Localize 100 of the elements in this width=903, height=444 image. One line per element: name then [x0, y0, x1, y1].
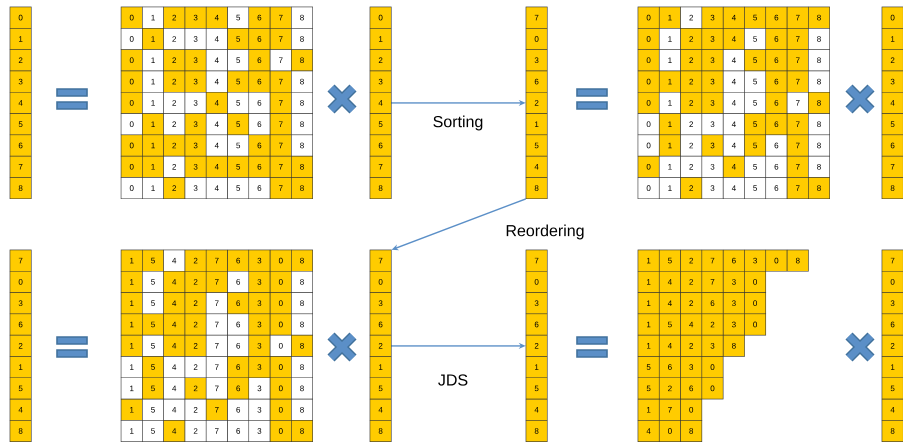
- matrix-cell: 7: [10, 156, 32, 178]
- matrix-cell: 5: [227, 134, 250, 156]
- matrix-cell: 8: [291, 28, 313, 50]
- matrix-cell: 1: [120, 398, 143, 421]
- matrix-cell: 6: [702, 292, 724, 314]
- matrix-cell: 1: [526, 356, 548, 378]
- matrix-cell: 4: [658, 334, 681, 357]
- matrix-cell: 2: [163, 70, 186, 93]
- matrix-cell: 2: [680, 292, 702, 314]
- matrix-cell: 7: [270, 92, 292, 114]
- matrix-cell: 3: [184, 113, 207, 136]
- matrix-cell: 5: [744, 6, 766, 29]
- matrix-cell: 4: [638, 420, 660, 442]
- matrix-cell: 3: [248, 334, 270, 357]
- matrix-cell: 0: [270, 270, 292, 293]
- matrix-cell: 6: [227, 356, 250, 378]
- matrix-cell: 6: [248, 6, 270, 29]
- matrix-cell: 0: [744, 292, 766, 314]
- matrix-cell: 7: [786, 134, 809, 156]
- matrix-cell: 7: [270, 113, 292, 136]
- matrix-cell: 1: [638, 292, 660, 314]
- matrix-cell: 2: [882, 334, 903, 357]
- matrix-cell: 6: [882, 134, 903, 156]
- matrix-cell: 7: [370, 250, 392, 272]
- matrix-cell: 2: [163, 156, 186, 178]
- matrix-cell: 1: [638, 250, 660, 272]
- matrix-cell: 5: [744, 92, 766, 114]
- matrix-cell: 2: [680, 134, 702, 156]
- matrix-cell: 2: [163, 28, 186, 50]
- matrix-cell: 0: [882, 270, 903, 293]
- matrix-cell: 5: [744, 113, 766, 136]
- matrix-cell: 5: [744, 49, 766, 72]
- matrix-cell: 5: [744, 156, 766, 178]
- matrix-cell: 0: [370, 6, 392, 29]
- matrix-cell: 2: [184, 250, 207, 272]
- matrix-cell: 7: [882, 156, 903, 178]
- matrix-cell: 0: [765, 250, 788, 272]
- matrix-cell: 5: [658, 314, 681, 336]
- matrix-cell: 2: [184, 377, 207, 400]
- matrix-cell: 5: [638, 356, 660, 378]
- matrix-cell: 6: [248, 113, 270, 136]
- matrix-cell: 3: [526, 292, 548, 314]
- edge-label: Sorting: [433, 116, 482, 130]
- matrix-cell: 6: [227, 377, 250, 400]
- matrix-cell: 0: [638, 134, 660, 156]
- matrix-cell: 7: [206, 377, 228, 400]
- matrix-cell: 1: [10, 356, 32, 378]
- matrix-cell: 0: [680, 398, 702, 421]
- matrix-cell: 2: [658, 377, 681, 400]
- matrix-cell: 0: [120, 49, 143, 72]
- matrix-cell: 0: [120, 6, 143, 29]
- matrix-cell: 2: [163, 113, 186, 136]
- matrix-cell: 8: [291, 177, 313, 200]
- matrix-cell: 2: [163, 134, 186, 156]
- matrix-cell: 6: [248, 156, 270, 178]
- matrix-cell: 5: [227, 28, 250, 50]
- matrix-cell: 0: [120, 134, 143, 156]
- matrix-cell: 3: [184, 92, 207, 114]
- matrix-cell: 0: [702, 356, 724, 378]
- matrix-cell: 4: [658, 270, 681, 293]
- matrix-cell: 4: [163, 314, 186, 336]
- matrix-cell: 1: [142, 92, 164, 114]
- matrix-cell: 8: [786, 250, 809, 272]
- matrix-cell: 1: [142, 49, 164, 72]
- matrix-cell: 2: [184, 356, 207, 378]
- matrix-cell: 8: [808, 49, 830, 72]
- matrix-cell: 7: [206, 420, 228, 442]
- matrix-cell: 5: [227, 156, 250, 178]
- matrix-cell: 3: [248, 292, 270, 314]
- matrix-cell: 7: [702, 250, 724, 272]
- matrix-cell: 0: [120, 156, 143, 178]
- matrix-cell: 5: [744, 134, 766, 156]
- matrix-cell: 8: [291, 356, 313, 378]
- matrix-cell: 5: [142, 314, 164, 336]
- matrix-cell: 3: [702, 134, 724, 156]
- matrix-cell: 7: [786, 70, 809, 93]
- matrix-cell: 0: [120, 28, 143, 50]
- matrix-cell: 1: [638, 314, 660, 336]
- matrix-cell: 3: [722, 314, 745, 336]
- matrix-cell: 8: [291, 420, 313, 442]
- matrix-cell: 2: [680, 334, 702, 357]
- matrix-cell: 1: [658, 70, 681, 93]
- matrix-cell: 4: [206, 70, 228, 93]
- matrix-cell: 2: [10, 334, 32, 357]
- matrix-cell: 1: [120, 356, 143, 378]
- matrix-cell: 8: [526, 420, 548, 442]
- matrix-cell: 1: [638, 334, 660, 357]
- matrix-cell: 6: [227, 314, 250, 336]
- matrix-cell: 5: [142, 270, 164, 293]
- matrix-cell: 2: [163, 49, 186, 72]
- matrix-cell: 1: [370, 356, 392, 378]
- matrix-cell: 3: [370, 70, 392, 93]
- matrix-cell: 4: [163, 334, 186, 357]
- matrix-cell: 8: [882, 420, 903, 442]
- matrix-cell: 0: [702, 377, 724, 400]
- matrix-cell: 6: [658, 356, 681, 378]
- matrix-cell: 7: [206, 292, 228, 314]
- matrix-cell: 3: [702, 70, 724, 93]
- matrix-cell: 5: [526, 377, 548, 400]
- matrix-cell: 2: [680, 49, 702, 72]
